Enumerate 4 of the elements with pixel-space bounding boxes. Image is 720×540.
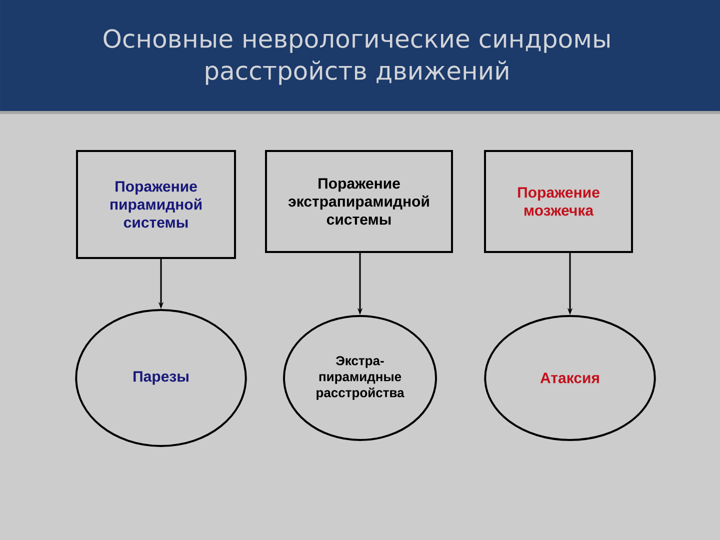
process-box: Поражение пирамидной системы	[76, 150, 236, 259]
process-box: Поражение мозжечка	[484, 150, 633, 253]
title: Основные неврологические синдромы расстройств движений	[104, 29, 610, 85]
process-box: Поражение экстрапирамидной системы	[265, 150, 453, 253]
